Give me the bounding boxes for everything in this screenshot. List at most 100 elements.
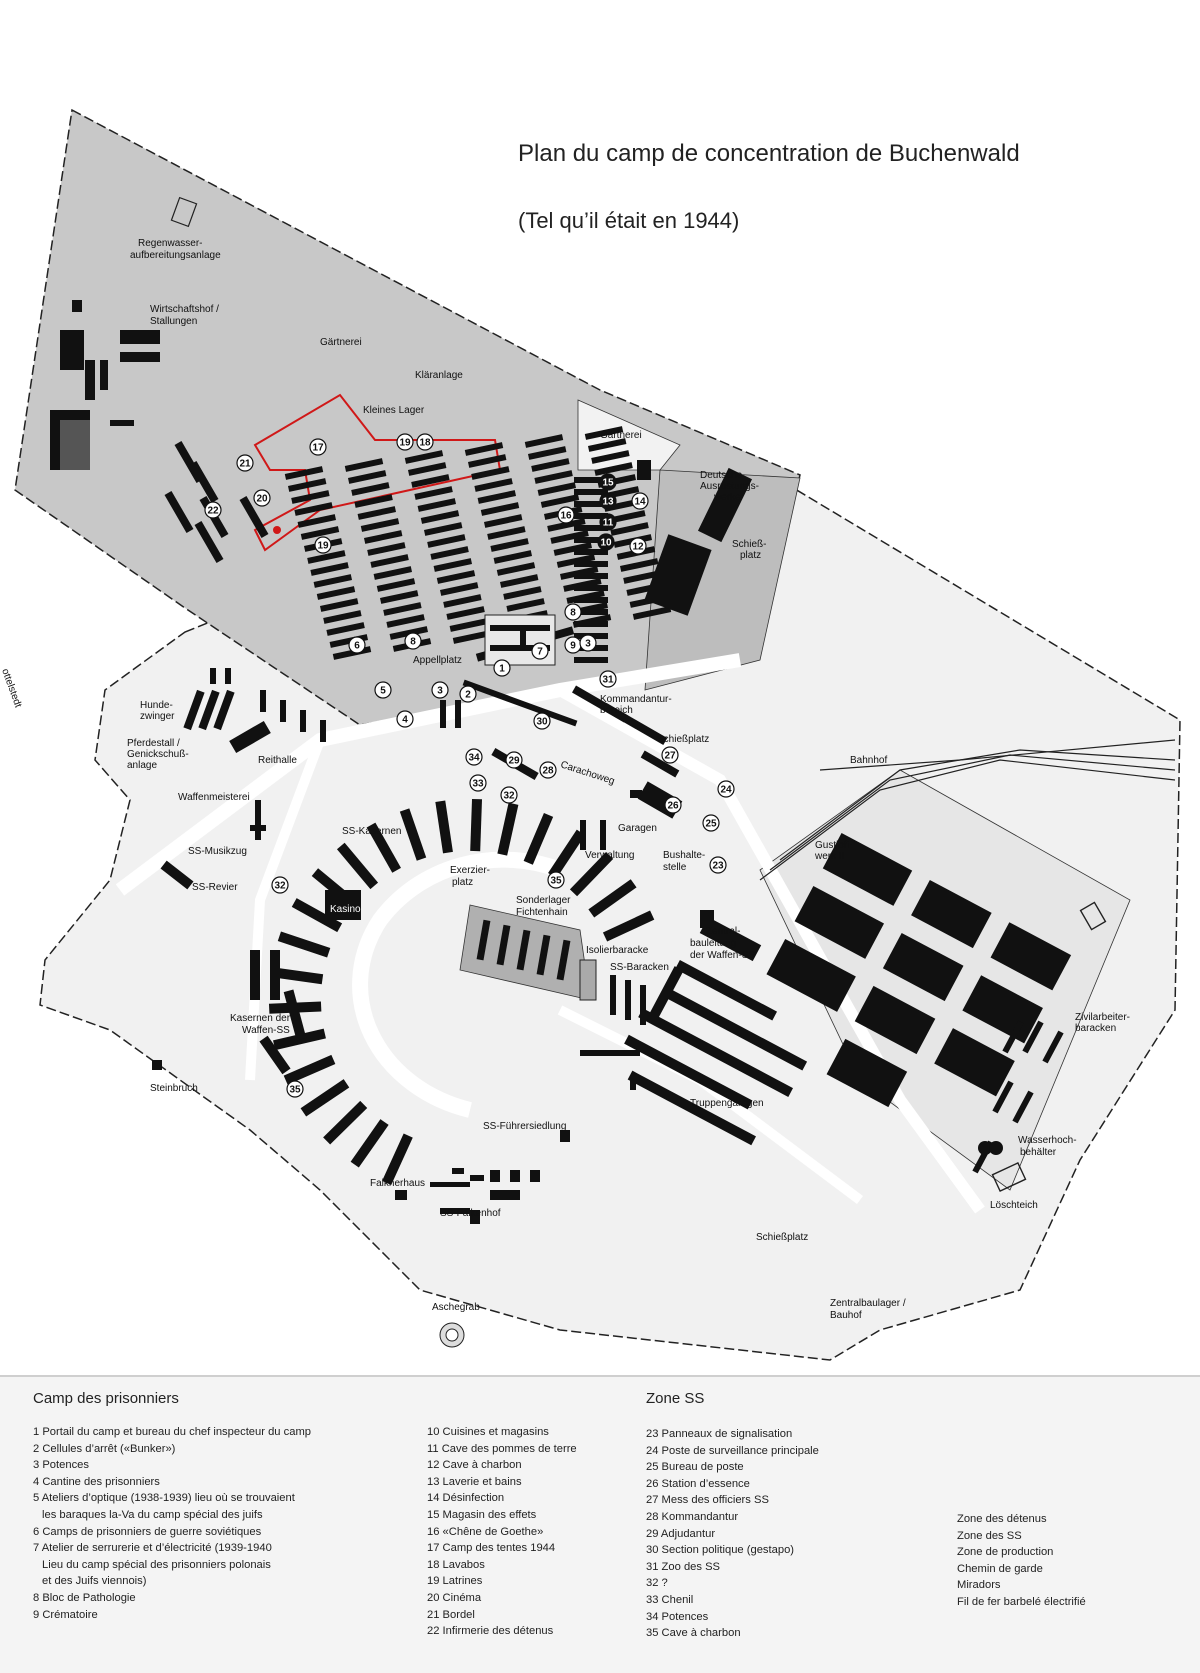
barrack — [496, 562, 536, 576]
svg-text:2: 2 — [465, 690, 471, 701]
label-ss-fuehrersiedlung: SS-Führersiedlung — [483, 1121, 566, 1132]
svg-text:10: 10 — [600, 538, 612, 549]
barrack — [467, 454, 507, 468]
marker-21: 21 — [236, 454, 254, 472]
legend-item: Zone de production — [957, 1546, 1054, 1559]
legend-item: 14 Désinfection — [427, 1492, 505, 1505]
truppengaragen-buildings — [624, 917, 808, 1146]
svg-text:28: 28 — [542, 766, 554, 777]
barrack — [574, 573, 608, 579]
label-garagen: Garagen — [618, 823, 657, 834]
barrack — [524, 434, 564, 448]
barrack — [499, 574, 539, 588]
marker-27: 27 — [661, 746, 679, 764]
barrack — [446, 606, 485, 620]
label-bahnhof: Bahnhof — [850, 755, 887, 766]
label-hundezwinger: Hunde-zwinger — [140, 700, 175, 722]
marker-33: 33 — [469, 774, 487, 792]
aschegrab-symbol — [439, 1322, 465, 1348]
label-gaertnerei-2: Gärtnerei — [600, 430, 642, 441]
legend-item: 16 «Chêne de Goethe» — [427, 1525, 544, 1538]
label-schiessplatz-3: Schießplatz — [756, 1232, 808, 1243]
barrack — [239, 495, 269, 539]
barrack — [591, 450, 630, 464]
marker-17: 17 — [309, 438, 327, 456]
legend-item: 22 Infirmerie des détenus — [427, 1625, 554, 1638]
marker-9: 9 — [564, 636, 582, 654]
legend-item: 15 Magasin des effets — [427, 1508, 537, 1521]
ss-barrack — [497, 802, 519, 856]
svg-text:33: 33 — [472, 779, 484, 790]
barrack — [610, 522, 649, 536]
legend-item: 12 Cave à charbon — [427, 1459, 522, 1472]
svg-text:15: 15 — [602, 478, 614, 489]
svg-text:26: 26 — [667, 801, 679, 812]
barrack — [623, 570, 662, 584]
label-reithalle: Reithalle — [258, 755, 297, 766]
regenwasser-outline — [170, 196, 198, 228]
legend-item: 7 Atelier de serrurerie et d’électricité… — [33, 1542, 272, 1555]
barrack — [310, 562, 349, 576]
svg-text:34: 34 — [468, 753, 480, 764]
barrack — [386, 614, 425, 628]
road — [557, 684, 985, 1214]
barrack — [316, 586, 356, 600]
barrack — [367, 542, 406, 556]
barrack — [474, 478, 513, 492]
barrack — [574, 621, 608, 627]
legend-item: Chemin de garde — [957, 1562, 1043, 1575]
barrack — [449, 618, 489, 632]
legend-item: 26 Station d’essence — [646, 1477, 750, 1490]
ss-barrack — [470, 798, 483, 852]
label-ss-musikzug: SS-Musikzug — [188, 846, 247, 857]
barrack — [389, 626, 429, 640]
legend-item: 3 Potences — [33, 1459, 89, 1472]
svg-text:19: 19 — [317, 541, 329, 552]
daw-area — [644, 469, 801, 691]
barrack — [471, 466, 510, 480]
svg-text:13: 13 — [602, 497, 614, 508]
barrack — [443, 594, 482, 608]
marker-2: 2 — [459, 685, 477, 703]
marker-35: 35 — [286, 1080, 304, 1098]
ss-barrack — [399, 808, 427, 861]
railway — [759, 739, 1176, 881]
svg-text:19: 19 — [399, 438, 411, 449]
svg-text:32: 32 — [274, 881, 286, 892]
barrack — [506, 598, 545, 612]
label-pferdestall: Pferdestall /Genickschuß-anlage — [127, 738, 189, 771]
barrack — [287, 478, 327, 492]
barrack — [164, 490, 194, 534]
label-zentralbaulager: Zentralbaulager /Bauhof — [830, 1298, 906, 1321]
svg-text:12: 12 — [632, 542, 644, 553]
svg-text:35: 35 — [550, 876, 562, 887]
marker-6: 6 — [348, 636, 366, 654]
legend-item: les baraques la-Va du camp spécial des j… — [42, 1508, 263, 1521]
label-loeschteich: Löschteich — [990, 1200, 1038, 1211]
barrack — [313, 574, 353, 588]
legend-item: 1 Portail du camp et bureau du chef insp… — [33, 1426, 311, 1438]
label-waffenmeisterei: Waffenmeisterei — [178, 792, 250, 803]
legend-item: 10 Cuisines et magasins — [427, 1426, 549, 1438]
svg-text:3: 3 — [585, 639, 591, 650]
road — [352, 851, 563, 1118]
barrack — [411, 474, 450, 488]
barrack — [379, 590, 419, 604]
barrack — [433, 558, 473, 572]
label-falknerhaus: Falknerhaus — [370, 1178, 425, 1189]
kleines-lager-outline — [253, 393, 502, 552]
barrack — [347, 470, 387, 484]
label-gustloff: Gustloff-werk II — [814, 840, 853, 862]
legend-item: 24 Poste de surveillance principale — [646, 1444, 819, 1457]
svg-text:25: 25 — [705, 819, 717, 830]
barrack — [344, 458, 384, 472]
map-labels: Regenwasser-aufbereitungsanlage Wirtscha… — [0, 238, 1130, 1321]
barrack — [487, 526, 526, 540]
marker-12: 12 — [629, 537, 647, 555]
legend-column-1: 1 Portail du camp et bureau du chef insp… — [33, 1424, 311, 1623]
svg-text:17: 17 — [312, 443, 324, 454]
label-wirtschaftshof: Wirtschaftshof /Stallungen — [150, 304, 219, 327]
